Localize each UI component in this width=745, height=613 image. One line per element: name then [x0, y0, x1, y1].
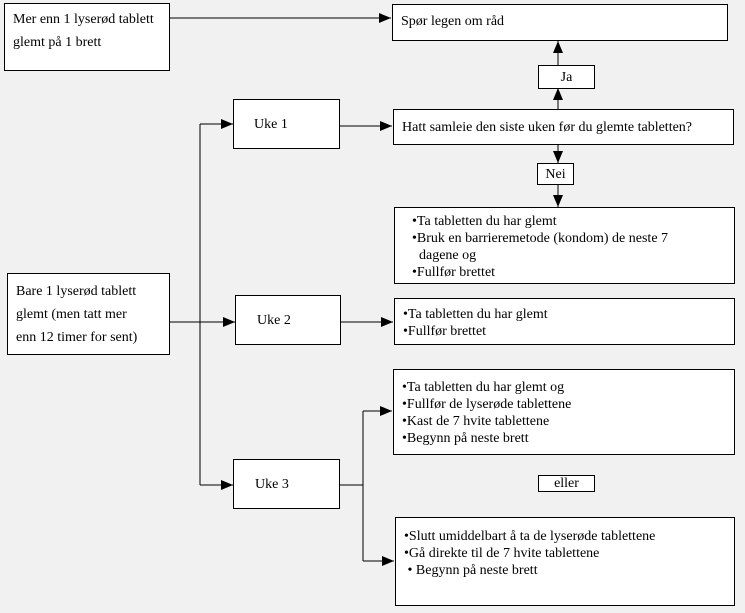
- box-week3-option-a: •Ta tabletten du har glemt og •Fullfør d…: [393, 369, 735, 455]
- text-line: • Begynn på neste brett: [404, 563, 538, 578]
- text-line: glemt på 1 brett: [13, 35, 102, 50]
- text-line: eller: [554, 476, 579, 491]
- text-line: enn 12 timer for sent): [16, 330, 138, 345]
- box-week3-option-b: •Slutt umiddelbart å ta de lyserøde tabl…: [395, 517, 735, 606]
- text-line: •Ta tabletten du har glemt og: [402, 380, 565, 395]
- text-line: •Gå direkte til de 7 hvite tablettene: [404, 546, 600, 561]
- text-line: •Ta tabletten du har glemt: [403, 307, 548, 322]
- text-line: Spør legen om råd: [401, 14, 505, 29]
- box-ask-doctor: Spør legen om råd: [392, 4, 728, 41]
- text-line: •Fullfør brettet: [403, 324, 487, 339]
- text-line: •Fullfør de lyserøde tablettene: [402, 397, 572, 412]
- box-week2: Uke 2: [235, 295, 341, 345]
- box-week1-action: •Ta tabletten du har glemt •Bruk en barr…: [394, 207, 735, 284]
- text-line: Hatt samleie den siste uken før du glemt…: [402, 120, 693, 135]
- text-line: glemt (men tatt mer: [16, 307, 127, 322]
- box-intercourse-question: Hatt samleie den siste uken før du glemt…: [393, 109, 734, 145]
- text-line: Bare 1 lyserød tablett: [16, 284, 137, 299]
- box-or: eller: [538, 475, 595, 492]
- text-line: •Ta tabletten du har glemt: [412, 214, 557, 229]
- text-line: Uke 2: [257, 313, 291, 328]
- text-line: •Fullfør brettet: [412, 265, 496, 280]
- box-no: Nei: [537, 163, 574, 185]
- text-line: Mer enn 1 lyserød tablett: [13, 12, 154, 27]
- text-line: Ja: [560, 69, 573, 85]
- text-line: •Bruk en barrieremetode (kondom) de nest…: [412, 231, 669, 246]
- box-week2-action: •Ta tabletten du har glemt •Fullfør bret…: [394, 298, 735, 345]
- text-line: •Slutt umiddelbart å ta de lyserøde tabl…: [404, 529, 656, 544]
- text-line: •Begynn på neste brett: [402, 431, 529, 446]
- text-line: dagene og: [412, 248, 477, 263]
- box-week1: Uke 1: [233, 99, 340, 149]
- text-line: Uke 1: [254, 117, 288, 132]
- text-line: •Kast de 7 hvite tablettene: [402, 414, 550, 429]
- box-only-one-forgotten: Bare 1 lyserød tablett glemt (men tatt m…: [7, 273, 170, 355]
- text-line: Uke 3: [255, 477, 289, 492]
- box-yes: Ja: [538, 65, 595, 89]
- box-more-than-one-forgotten: Mer enn 1 lyserød tablett glemt på 1 bre…: [4, 3, 170, 71]
- text-line: Nei: [545, 166, 566, 182]
- box-week3: Uke 3: [233, 459, 340, 509]
